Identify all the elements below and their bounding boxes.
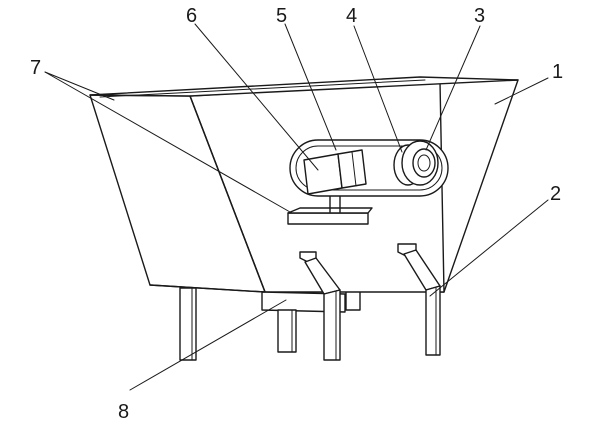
leader-lines: [44, 23, 549, 391]
callout-4: 4: [346, 5, 357, 27]
callout-1: 1: [552, 61, 563, 83]
callout-6: 6: [186, 5, 197, 27]
callout-labels: 1 2 3 4 5 6 7 8: [30, 5, 563, 423]
left-strut: [299, 251, 341, 361]
callout-7: 7: [30, 57, 41, 79]
front-support-legs: [277, 309, 297, 353]
callout-3: 3: [474, 5, 485, 27]
right-strut: [397, 243, 441, 356]
callout-5: 5: [276, 5, 287, 27]
pulley-assembly: [393, 140, 439, 186]
callout-2: 2: [550, 183, 561, 205]
callout-8: 8: [118, 401, 129, 423]
motor-base-plate: [287, 189, 373, 225]
rear-support-legs: [179, 287, 361, 361]
